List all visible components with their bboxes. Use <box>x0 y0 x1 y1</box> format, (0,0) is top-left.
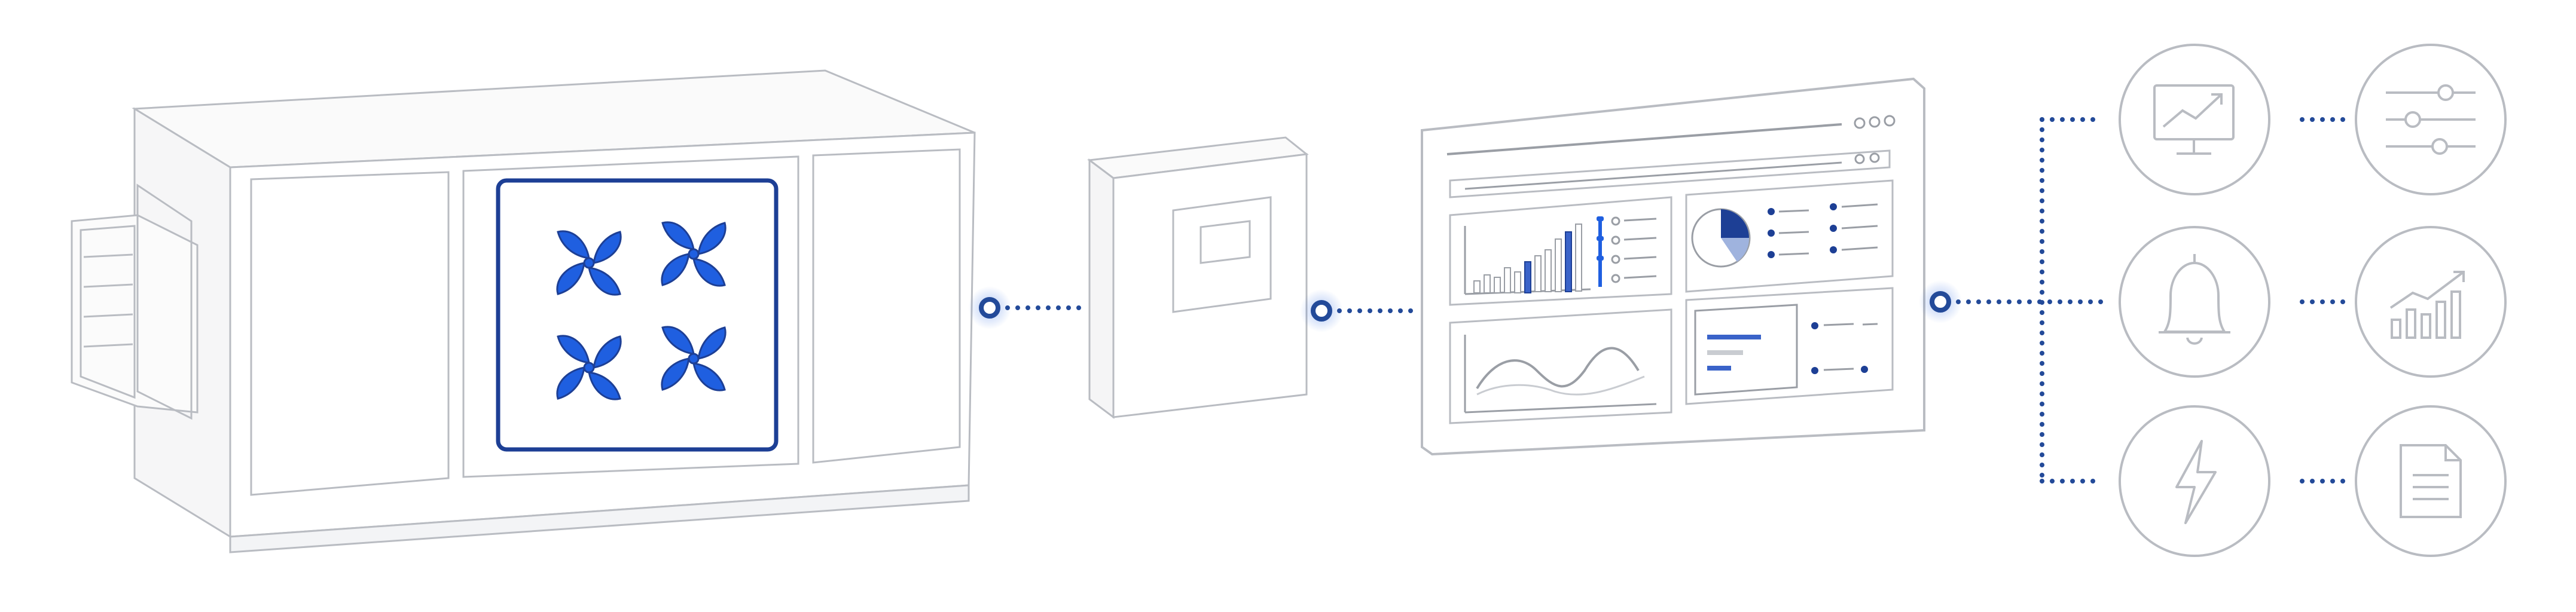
connector-controller-dashboard <box>1300 289 1414 332</box>
ahu-panel-left <box>250 171 450 496</box>
bell-icon <box>2119 226 2270 378</box>
connector-dashboard-features <box>1919 117 2355 484</box>
dashboard-line-chart-panel <box>1449 308 1672 424</box>
dashboard-horizontal-bar-panel <box>1685 287 1894 405</box>
sliders-icon <box>2355 44 2507 195</box>
ahu-base <box>229 484 970 553</box>
controller-display <box>1172 196 1272 313</box>
dashboard-bar-chart-panel <box>1449 196 1672 306</box>
fan-window <box>496 178 779 452</box>
dashboard-pie-chart-panel <box>1685 179 1894 293</box>
ahu-panel-right <box>812 148 961 464</box>
document-icon <box>2355 405 2507 557</box>
monitor-trend-icon <box>2119 44 2270 195</box>
monitoring-dashboard <box>1421 77 1925 456</box>
controller-box <box>1087 136 1309 419</box>
connector-ahu-controller <box>968 286 1088 329</box>
ahu-panel-center <box>462 155 799 478</box>
lightning-bolt-icon <box>2119 405 2270 557</box>
bar-chart-trend-icon <box>2355 226 2507 378</box>
